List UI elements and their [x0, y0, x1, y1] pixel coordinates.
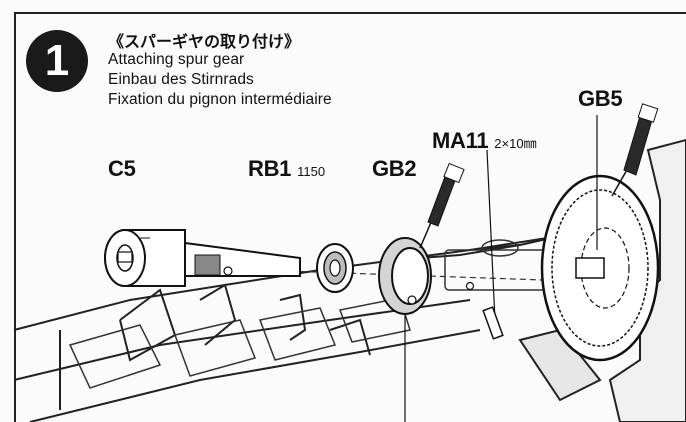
gearbox-housing: [518, 138, 686, 422]
frame-top-rule: [14, 12, 686, 14]
grease-tube-icon: [611, 103, 659, 197]
part-code: GB2: [372, 156, 417, 181]
part-code: GB5: [578, 86, 623, 111]
part-label-c5: C5: [108, 156, 136, 182]
part-code: MA11: [432, 128, 489, 153]
rb1-bearing: [316, 243, 354, 293]
gb5-spur-gear: [540, 115, 660, 362]
step-title-japanese: 《スパーギヤの取り付け》: [108, 32, 301, 51]
grease-tube-icon: [419, 162, 465, 249]
part-code: RB1: [248, 156, 292, 181]
gb2-gear: [378, 237, 432, 422]
part-label-ma11: MA11 2×10㎜: [432, 128, 537, 154]
part-code: C5: [108, 156, 136, 181]
ma11-pin: [465, 149, 504, 340]
c5-shaft: [104, 229, 301, 287]
step-number-badge: 1: [26, 30, 88, 92]
step-title-french: Fixation du pignon intermédiaire: [108, 91, 332, 108]
part-label-rb1: RB1 1150: [248, 156, 325, 182]
frame-left-rule: [14, 12, 16, 422]
part-label-gb5: GB5: [578, 86, 623, 112]
step-title-english: Attaching spur gear: [108, 51, 245, 68]
part-quantity-code: 1150: [297, 164, 326, 179]
chassis-blocks: [68, 297, 411, 389]
part-label-gb2: GB2: [372, 156, 417, 182]
step-title-german: Einbau des Stirnrads: [108, 71, 254, 88]
part-size: 2×10㎜: [494, 136, 537, 151]
